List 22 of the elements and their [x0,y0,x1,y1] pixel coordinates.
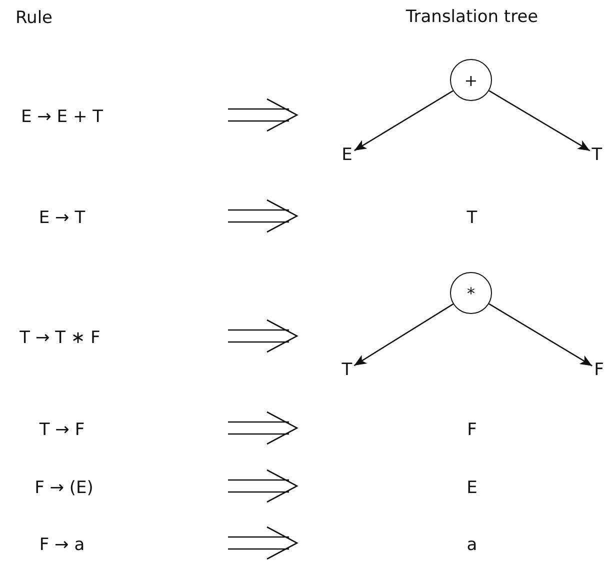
tree-arrow [354,90,454,152]
grammar-rule: T → F [39,419,85,441]
tree-leaf: a [466,534,478,556]
grammar-rule: T → T ∗ F [20,327,100,349]
tree-leaf: F [467,419,477,441]
column-heading: Rule [16,7,52,29]
grammar-rule: E → T [38,207,86,229]
tree-arrow [488,303,592,366]
tree-leaf: T [592,144,602,166]
tree-arrow [354,304,454,366]
tree-leaf: T [342,359,352,381]
operator-circle: * [450,272,492,314]
tree-arrow [488,90,590,152]
tree-leaf: T [466,207,478,229]
grammar-rule: E → E + T [21,106,103,128]
operator-circle: + [450,59,492,101]
tree-leaf: F [594,359,604,381]
grammar-rule: F → (E) [34,477,94,499]
column-heading: Translation tree [406,6,538,28]
grammar-rule: F → a [39,534,85,556]
tree-leaf: E [342,144,352,166]
tree-leaf: E [466,477,478,499]
